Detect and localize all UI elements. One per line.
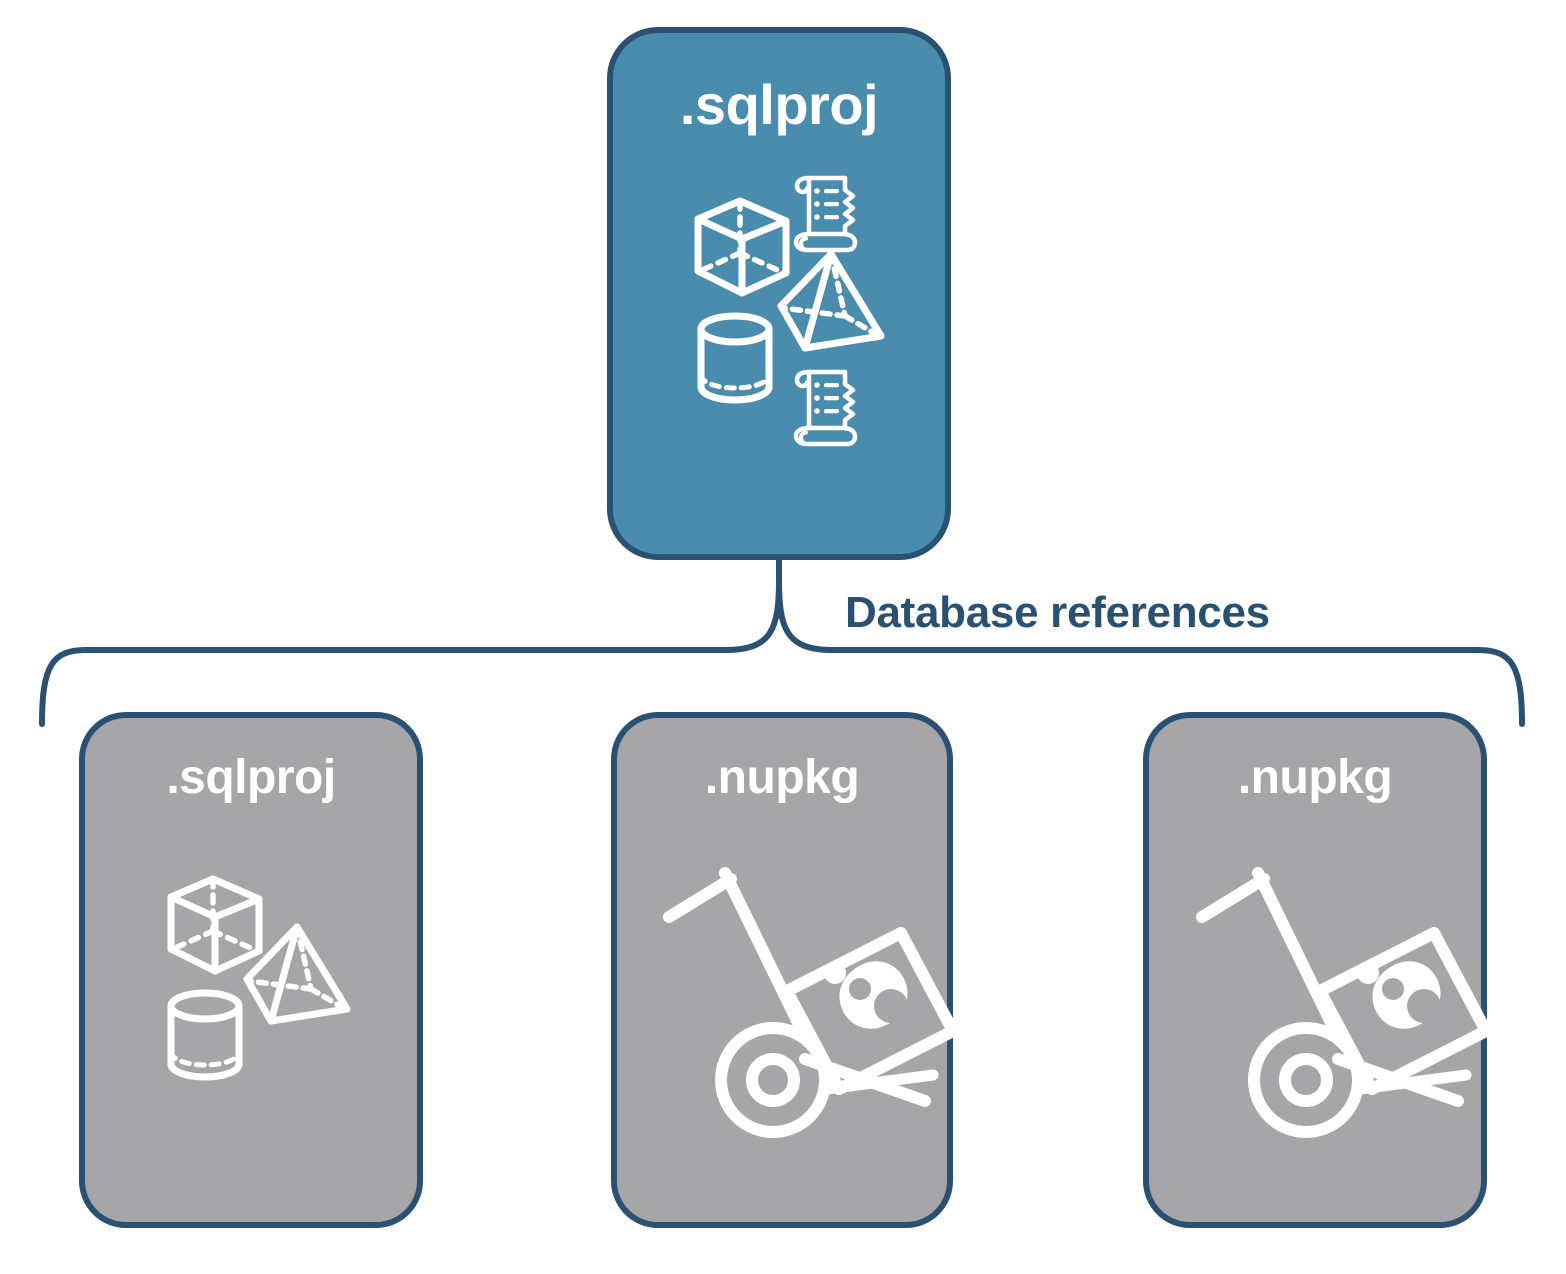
node-nupkg-reference-2[interactable] xyxy=(1143,712,1487,1228)
node-nupkg-reference-1-label: .nupkg xyxy=(704,751,860,804)
node-nupkg-reference-1-box[interactable] xyxy=(611,712,953,1228)
bracket-left-arm xyxy=(39,577,782,727)
node-sqlproj-reference[interactable] xyxy=(79,712,423,1228)
node-nupkg-reference-2-label: .nupkg xyxy=(1237,751,1393,804)
node-sqlproj-root-label: .sqlproj xyxy=(679,73,879,136)
bracket-connector xyxy=(39,554,1525,727)
bracket-right-arm xyxy=(776,577,1525,727)
node-nupkg-reference-1[interactable] xyxy=(611,712,953,1228)
bracket-caption-label: Database references xyxy=(845,588,1270,637)
node-nupkg-reference-2-box[interactable] xyxy=(1143,712,1487,1228)
node-sqlproj-reference-label: .sqlproj xyxy=(166,751,336,804)
